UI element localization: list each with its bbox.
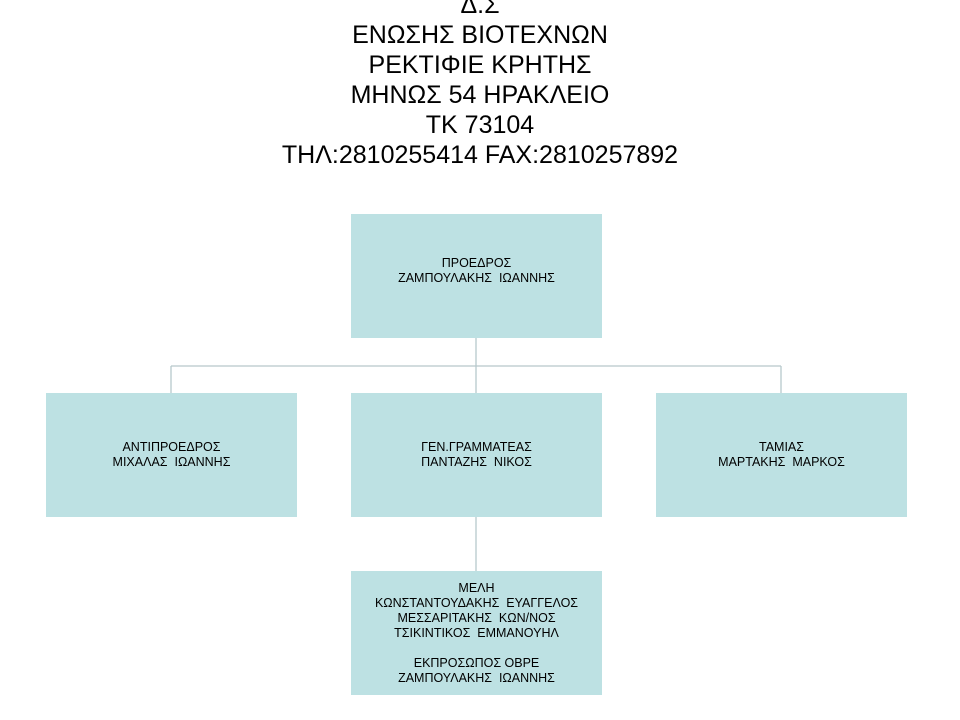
- secretary-box: ΓΕΝ.ΓΡΑΜΜΑΤΕΑΣ ΠΑΝΤΑΖΗΣ ΝΙΚΟΣ: [351, 393, 602, 517]
- header-line-4: ΜΗΝΩΣ 54 ΗΡΑΚΛΕΙΟ: [350, 81, 610, 109]
- vice-president-role: ΑΝΤΙΠΡΟΕΔΡΟΣ: [122, 440, 221, 454]
- president-box: ΠΡΟΕΔΡΟΣ ΖΑΜΠΟΥΛΑΚΗΣ ΙΩΑΝΝΗΣ: [351, 214, 602, 338]
- header-line-3: ΡΕΚΤΙΦΙΕ ΚΡΗΤΗΣ: [368, 51, 592, 79]
- header-line-2: ΕΝΩΣΗΣ ΒΙΟΤΕΧΝΩΝ: [352, 21, 608, 49]
- member-3: ΤΣΙΚΙΝΤΙΚΟΣ ΕΜΜΑΝΟΥΗΛ: [394, 625, 559, 640]
- header-title: Δ.Σ ΕΝΩΣΗΣ ΒΙΟΤΕΧΝΩΝ ΡΕΚΤΙΦΙΕ ΚΡΗΤΗΣ ΜΗΝ…: [0, 0, 960, 170]
- president-role: ΠΡΟΕΔΡΟΣ: [441, 256, 512, 270]
- secretary-name: ΠΑΝΤΑΖΗΣ ΝΙΚΟΣ: [421, 455, 532, 469]
- vice-president-box: ΑΝΤΙΠΡΟΕΔΡΟΣ ΜΙΧΑΛΑΣ ΙΩΑΝΝΗΣ: [46, 393, 297, 517]
- members-heading: ΜΕΛΗ: [458, 580, 495, 595]
- header-line-6: ΤΗΛ:2810255414 FAX:2810257892: [281, 141, 679, 169]
- member-2: ΜΕΣΣΑΡΙΤΑΚΗΣ ΚΩΝ/ΝΟΣ: [397, 610, 556, 625]
- member-1: ΚΩΝΣΤΑΝΤΟΥΔΑΚΗΣ ΕΥΑΓΓΕΛΟΣ: [374, 595, 579, 610]
- header-line-5: ΤΚ 73104: [425, 111, 535, 139]
- vice-president-name: ΜΙΧΑΛΑΣ ΙΩΑΝΝΗΣ: [112, 455, 231, 469]
- representative-name: ΖΑΜΠΟΥΛΑΚΗΣ ΙΩΑΝΝΗΣ: [398, 670, 555, 685]
- treasurer-name: ΜΑΡΤΑΚΗΣ ΜΑΡΚΟΣ: [718, 455, 845, 469]
- header-line-1: Δ.Σ: [460, 0, 500, 19]
- representative-heading: ΕΚΠΡΟΣΩΠΟΣ ΟΒΡΕ: [413, 655, 540, 670]
- treasurer-role: ΤΑΜΙΑΣ: [759, 440, 804, 454]
- president-name: ΖΑΜΠΟΥΛΑΚΗΣ ΙΩΑΝΝΗΣ: [398, 271, 555, 285]
- treasurer-box: ΤΑΜΙΑΣ ΜΑΡΤΑΚΗΣ ΜΑΡΚΟΣ: [656, 393, 907, 517]
- secretary-role: ΓΕΝ.ΓΡΑΜΜΑΤΕΑΣ: [421, 440, 532, 454]
- members-box: ΜΕΛΗ ΚΩΝΣΤΑΝΤΟΥΔΑΚΗΣ ΕΥΑΓΓΕΛΟΣ ΜΕΣΣΑΡΙΤΑ…: [351, 571, 602, 695]
